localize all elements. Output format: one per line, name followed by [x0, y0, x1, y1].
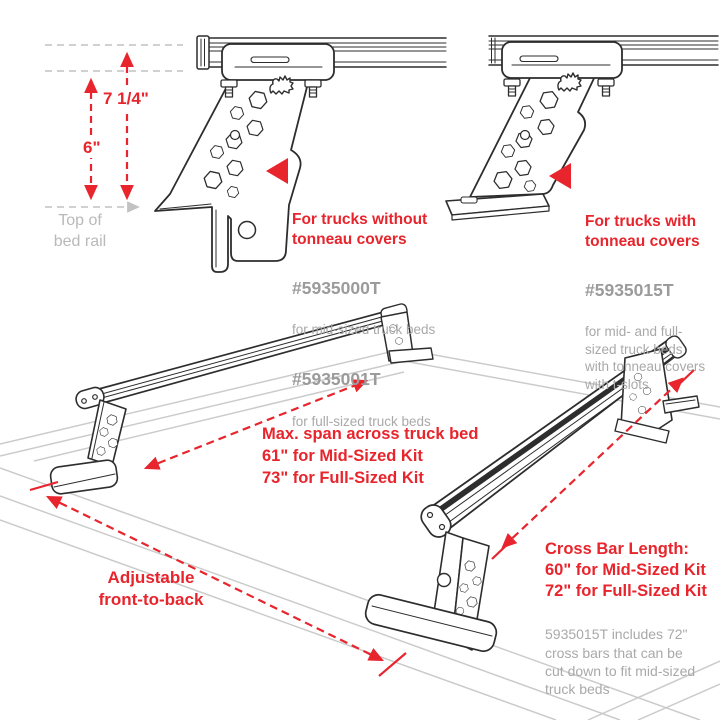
- left-bracket-heading: For trucks without tonneau covers: [292, 210, 428, 248]
- crossbar-tick-start: [491, 540, 512, 560]
- bed-rail-label: Top of bed rail: [53, 212, 107, 250]
- span-arrow: [143, 379, 369, 470]
- bracket-left-illustration: [154, 35, 447, 273]
- crossbar-tick-end: [674, 369, 695, 389]
- crossbar-note-block: Cross Bar Length: 60" for Mid-Sized Kit …: [545, 521, 715, 716]
- part-number-1: #5935000T: [292, 277, 381, 298]
- part-desc-3: for mid- and full- sized truck beds with…: [585, 324, 706, 392]
- right-bracket-heading: For trucks with tonneau covers: [585, 212, 700, 250]
- max-span-note: Max. span across truck bed 61" for Mid-S…: [262, 425, 479, 487]
- part-number-3: #5935015T: [585, 279, 674, 300]
- height-arrows: [84, 51, 134, 201]
- right-bracket-note: For trucks with tonneau covers #5935015T…: [549, 151, 719, 434]
- height-tall-label: 7 1/4": [100, 89, 152, 109]
- crossbar-arrow: [501, 377, 684, 549]
- bracket-right-illustration: [445, 35, 719, 221]
- height-short-label: 6": [80, 138, 104, 158]
- crossbar-heading: Cross Bar Length: 60" for Mid-Sized Kit …: [545, 540, 707, 601]
- part-desc-2: for full-sized truck beds: [292, 413, 431, 429]
- adjustable-arrow: [45, 495, 385, 662]
- adjustable-note: Adjustable front-to-back: [98, 568, 204, 609]
- part-number-2: #5935001T: [292, 368, 381, 389]
- crossbar-note: 5935015T includes 72" cross bars that ca…: [545, 626, 696, 697]
- adjustable-tick-start: [29, 480, 59, 492]
- left-pointer-triangle-icon: [266, 158, 288, 184]
- left-pointer-triangle-icon: [549, 163, 571, 189]
- measurement-guides: [45, 44, 183, 213]
- adjustable-tick-end: [378, 652, 407, 677]
- left-bracket-note: For trucks without tonneau covers #59350…: [266, 149, 446, 471]
- part-desc-1: for mid-sized truck beds: [292, 322, 436, 338]
